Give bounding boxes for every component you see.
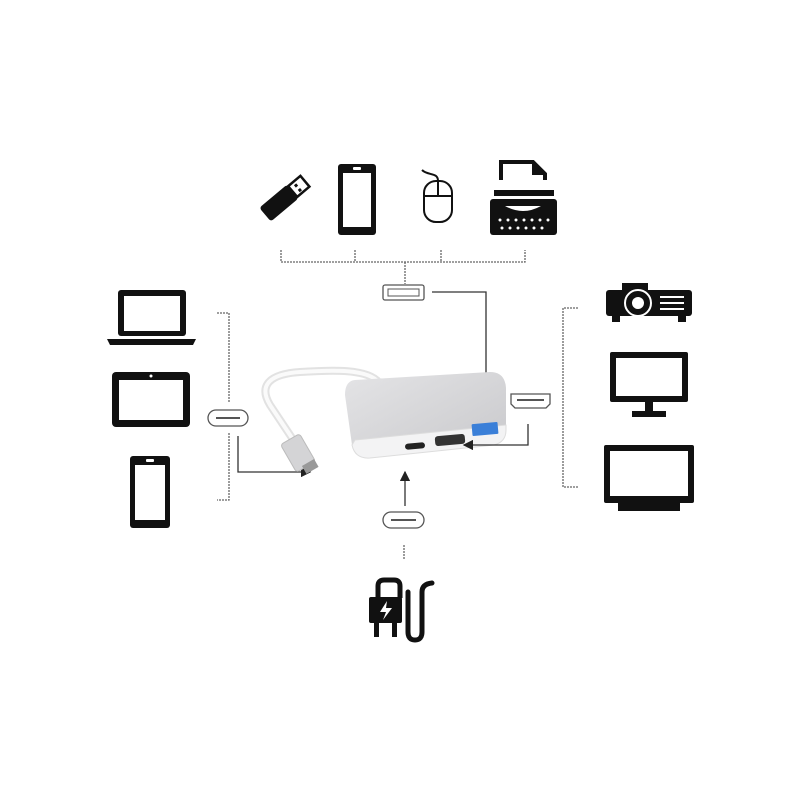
projector-icon	[606, 283, 692, 322]
power-charger-icon	[369, 577, 435, 643]
usb-c-connector-arrow	[237, 436, 312, 478]
usb-a-port-icon	[382, 284, 425, 301]
laptop-icon	[107, 290, 196, 345]
tablet-icon	[112, 372, 190, 427]
right-bracket-line	[562, 307, 578, 488]
adapter-usb3-port	[471, 421, 499, 437]
adapter-usb-c-port	[405, 442, 425, 450]
adapter-hdmi-port	[434, 433, 466, 447]
usb-c-pd-port-icon	[382, 511, 425, 529]
hdmi-connector-arrow	[462, 424, 529, 451]
smartphone-icon	[338, 164, 376, 235]
usb-flash-drive-icon	[260, 174, 312, 221]
usb-c-adapter	[261, 366, 507, 474]
monitor-icon	[610, 352, 688, 417]
tv-icon	[604, 445, 694, 511]
top-bracket-line	[280, 250, 526, 284]
mouse-icon	[421, 169, 453, 223]
usb-c-port-icon	[207, 409, 249, 427]
typewriter-printer-icon	[490, 160, 557, 235]
left-bracket-line	[217, 312, 230, 501]
smartphone-icon	[130, 456, 170, 528]
hdmi-port-icon	[510, 393, 551, 409]
